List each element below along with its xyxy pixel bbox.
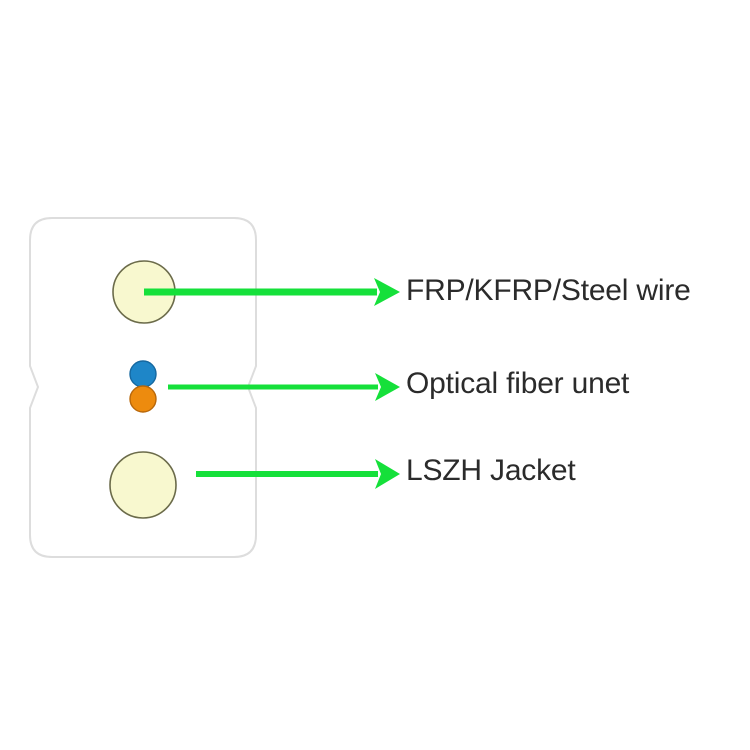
lszh-jacket-circle: [109, 451, 177, 519]
callout-label-fiber: Optical fiber unet: [406, 367, 630, 400]
callout-label-lszh: LSZH Jacket: [406, 454, 576, 487]
optical-fiber-orange-circle: [129, 385, 157, 413]
arrow-head-frp: [374, 278, 400, 306]
arrow-head-fiber: [375, 373, 400, 401]
callout-arrow-lszh: [196, 459, 400, 489]
arrow-head-lszh: [375, 459, 400, 489]
callout-label-frp: FRP/KFRP/Steel wire: [406, 274, 691, 307]
callout-arrow-fiber: [168, 373, 400, 401]
optical-fiber-blue-circle: [129, 360, 157, 388]
